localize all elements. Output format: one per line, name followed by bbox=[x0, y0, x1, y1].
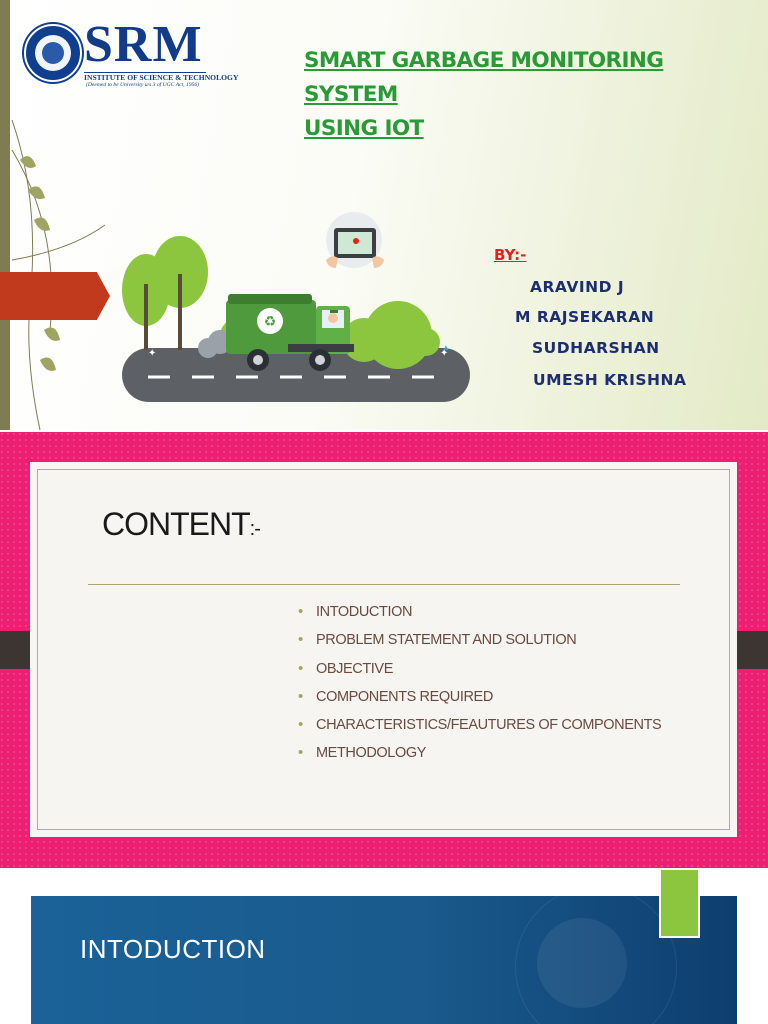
content-heading: CONTENT:- bbox=[102, 506, 261, 543]
logo-deemed: (Deemed to be University u/s 3 of UGC Ac… bbox=[86, 82, 199, 88]
green-accent-tab bbox=[659, 868, 700, 938]
content-list: • INTODUCTION • PROBLEM STATEMENT AND SOLU… bbox=[298, 598, 662, 768]
logo-institute: INSTITUTE OF SCIENCE & TECHNOLOGY bbox=[84, 73, 239, 82]
list-item: • INTODUCTION bbox=[298, 598, 661, 626]
red-arrow-shape bbox=[0, 272, 110, 320]
logo-divider bbox=[84, 72, 206, 73]
logo-name: SRM bbox=[84, 16, 203, 73]
list-item-text: OBJECTIVE bbox=[316, 660, 393, 677]
author-name: SUDHARSHAN bbox=[532, 339, 660, 357]
list-item: • OBJECTIVE bbox=[298, 655, 661, 683]
list-item-text: METHODOLOGY bbox=[316, 745, 426, 762]
bullet-icon: • bbox=[298, 631, 303, 649]
title-line-2: USING IOT bbox=[304, 116, 424, 141]
bullet-icon: • bbox=[298, 744, 303, 762]
left-accent-bar bbox=[0, 0, 10, 430]
svg-text:✦: ✦ bbox=[440, 348, 448, 359]
content-card bbox=[30, 462, 737, 837]
author-name: UMESH KRISHNA bbox=[533, 371, 687, 389]
list-item-text: COMPONENTS REQUIRED bbox=[316, 688, 493, 705]
bullet-icon: • bbox=[298, 659, 303, 677]
list-item: • METHODOLOGY bbox=[298, 739, 661, 767]
svg-text:✦: ✦ bbox=[148, 348, 156, 359]
list-item-text: INTODUCTION bbox=[316, 604, 413, 620]
bullet-icon: • bbox=[298, 603, 303, 620]
list-item-text: PROBLEM STATEMENT AND SOLUTION bbox=[316, 632, 577, 649]
srm-seal-logo bbox=[24, 24, 82, 82]
intro-title: INTODUCTION bbox=[80, 934, 266, 964]
bullet-icon: • bbox=[298, 687, 303, 705]
by-label: BY:- bbox=[494, 246, 527, 264]
slide-title: SMART GARBAGE MONITORING SYSTEM USING IO… bbox=[304, 44, 754, 146]
content-divider bbox=[88, 584, 680, 585]
garbage-truck-illustration: ♻ ✦ ✦ ▲ bbox=[122, 212, 470, 402]
list-item-text: CHARACTERISTICS/FEAUTURES OF COMPONENTS bbox=[316, 717, 662, 734]
list-item: • PROBLEM STATEMENT AND SOLUTION bbox=[298, 626, 661, 654]
list-item: • COMPONENTS REQUIRED bbox=[298, 683, 661, 711]
list-item: • CHARACTERISTICS/FEAUTURES OF COMPONENTS bbox=[298, 711, 662, 739]
author-name: ARAVIND J bbox=[530, 278, 625, 296]
bullet-icon: • bbox=[298, 716, 303, 734]
content-heading-suffix: :- bbox=[249, 518, 261, 540]
svg-text:▲: ▲ bbox=[442, 343, 450, 352]
svg-text:♻: ♻ bbox=[264, 313, 277, 329]
title-line-1: SMART GARBAGE MONITORING SYSTEM bbox=[304, 48, 664, 107]
title-slide: SRM INSTITUTE OF SCIENCE & TECHNOLOGY (D… bbox=[0, 0, 768, 430]
author-name: M RAJSEKARAN bbox=[515, 308, 655, 326]
content-heading-text: CONTENT bbox=[102, 506, 251, 542]
intro-banner bbox=[31, 896, 737, 1024]
